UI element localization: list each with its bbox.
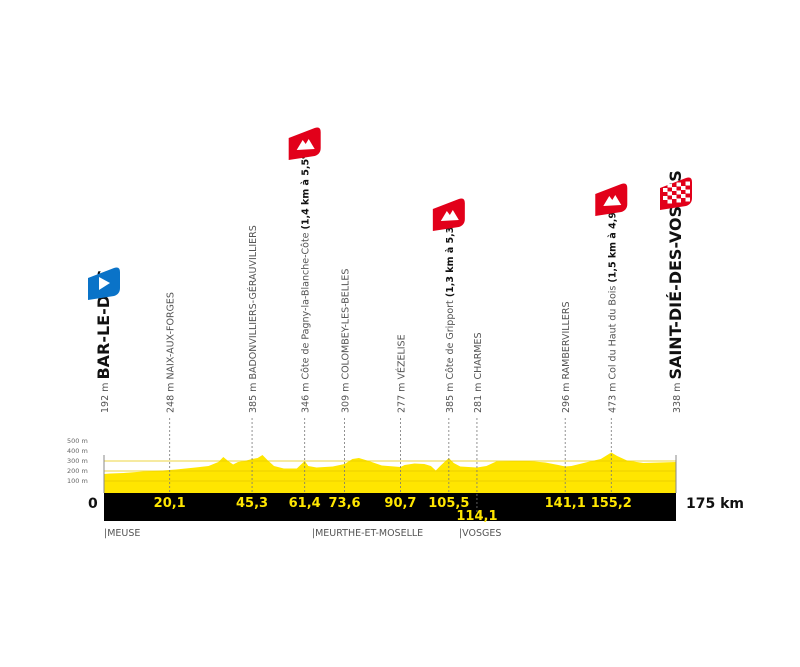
km-label: 114,1 xyxy=(456,509,497,524)
y-tick-label: 300 m xyxy=(67,457,88,465)
altitude-label: 281 m xyxy=(473,383,484,413)
point-label: 385 m Côte de Gripport (1,3 km à 5,3%) xyxy=(445,213,456,413)
checker-square xyxy=(672,187,677,191)
climb-flag-icon xyxy=(595,183,628,216)
checker-square xyxy=(676,190,681,195)
point-label: 309 m COLOMBEY-LES-BELLES xyxy=(341,269,352,413)
altitude-label: 346 m xyxy=(301,383,312,413)
point-label: 338 m SAINT-DIÉ-DES-VOSGES xyxy=(666,170,685,413)
mountain-icon xyxy=(440,210,459,221)
department-label: |MEURTHE-ET-MOSELLE xyxy=(312,528,423,539)
start-flag-icon xyxy=(88,267,120,300)
km-label: 105,5 xyxy=(428,496,469,511)
place-name: Col du Haut du Bois xyxy=(607,286,618,380)
department-label: |MEUSE xyxy=(104,528,140,539)
altitude-label: 473 m xyxy=(607,383,618,413)
checker-square xyxy=(663,196,668,200)
climb-flag-icon xyxy=(432,198,465,231)
altitude-label: 277 m xyxy=(396,383,407,413)
km-label: 90,7 xyxy=(384,496,416,511)
point-label: 385 m BADONVILLIERS-GÉRAUVILLIERS xyxy=(247,225,259,413)
km-label: 155,2 xyxy=(591,496,632,511)
altitude-label: 248 m xyxy=(166,383,177,413)
km-label: 141,1 xyxy=(545,496,586,511)
checker-square xyxy=(672,195,677,199)
checker-square xyxy=(685,181,690,186)
place-name: COLOMBEY-LES-BELLES xyxy=(341,269,352,380)
climb-detail: (1,4 km à 5,5%) xyxy=(301,145,312,229)
y-tick-label: 200 m xyxy=(67,467,88,475)
place-name: RAMBERVILLERS xyxy=(561,302,572,380)
altitude-label: 296 m xyxy=(561,383,572,413)
checker-square xyxy=(685,197,690,202)
checker-square xyxy=(681,186,686,190)
elevation-profile-area xyxy=(104,452,676,493)
y-tick-label: 400 m xyxy=(67,447,88,455)
point-label: 277 m VÉZELISE xyxy=(395,334,407,413)
km-label: 73,6 xyxy=(329,496,361,511)
checker-square xyxy=(676,182,681,187)
checker-square xyxy=(685,189,690,194)
altitude-label: 309 m xyxy=(341,383,352,413)
altitude-label: 385 m xyxy=(248,383,259,413)
checker-square xyxy=(676,198,681,203)
place-name: NAIX-AUX-FORGES xyxy=(166,292,177,380)
altitude-label: 385 m xyxy=(445,383,456,413)
place-name: SAINT-DIÉ-DES-VOSGES xyxy=(666,170,685,379)
checker-square xyxy=(663,188,668,192)
point-label: 346 m Côte de Pagny-la-Blanche-Côte (1,4… xyxy=(301,145,312,413)
place-name: BADONVILLIERS-GÉRAUVILLIERS xyxy=(247,225,259,379)
finish-flag-icon xyxy=(660,177,692,210)
point-label: 281 m CHARMES xyxy=(473,332,484,413)
checker-square xyxy=(667,183,672,188)
place-name: VÉZELISE xyxy=(395,334,407,379)
climb-detail: (1,5 km à 4,9%) xyxy=(607,198,618,282)
km-label: 61,4 xyxy=(289,496,321,511)
point-label: 296 m RAMBERVILLERS xyxy=(561,302,572,414)
place-name: CHARMES xyxy=(473,332,484,379)
km-label: 45,3 xyxy=(236,496,268,511)
climb-detail: (1,3 km à 5,3%) xyxy=(445,213,456,297)
checker-square xyxy=(667,191,672,196)
checker-square xyxy=(667,199,672,204)
finish-km-label: 175 km xyxy=(686,496,744,512)
mountain-icon xyxy=(603,195,622,206)
place-name: Côte de Pagny-la-Blanche-Côte xyxy=(301,232,312,379)
altitude-label: 192 m xyxy=(100,383,111,413)
play-triangle-icon xyxy=(99,277,110,290)
mountain-icon xyxy=(296,139,315,150)
distance-band xyxy=(104,493,676,521)
altitude-label: 338 m xyxy=(672,383,683,413)
place-name: Côte de Gripport xyxy=(445,300,456,380)
y-tick-label: 100 m xyxy=(67,477,88,485)
checker-square xyxy=(681,194,686,198)
point-label: 473 m Col du Haut du Bois (1,5 km à 4,9%… xyxy=(607,198,618,413)
department-label: |VOSGES xyxy=(459,528,501,539)
climb-flag-icon xyxy=(288,127,321,160)
km-label: 20,1 xyxy=(154,496,186,511)
start-km-label: 0 xyxy=(88,496,98,512)
y-tick-label: 500 m xyxy=(67,437,88,445)
point-label: 248 m NAIX-AUX-FORGES xyxy=(166,292,177,413)
